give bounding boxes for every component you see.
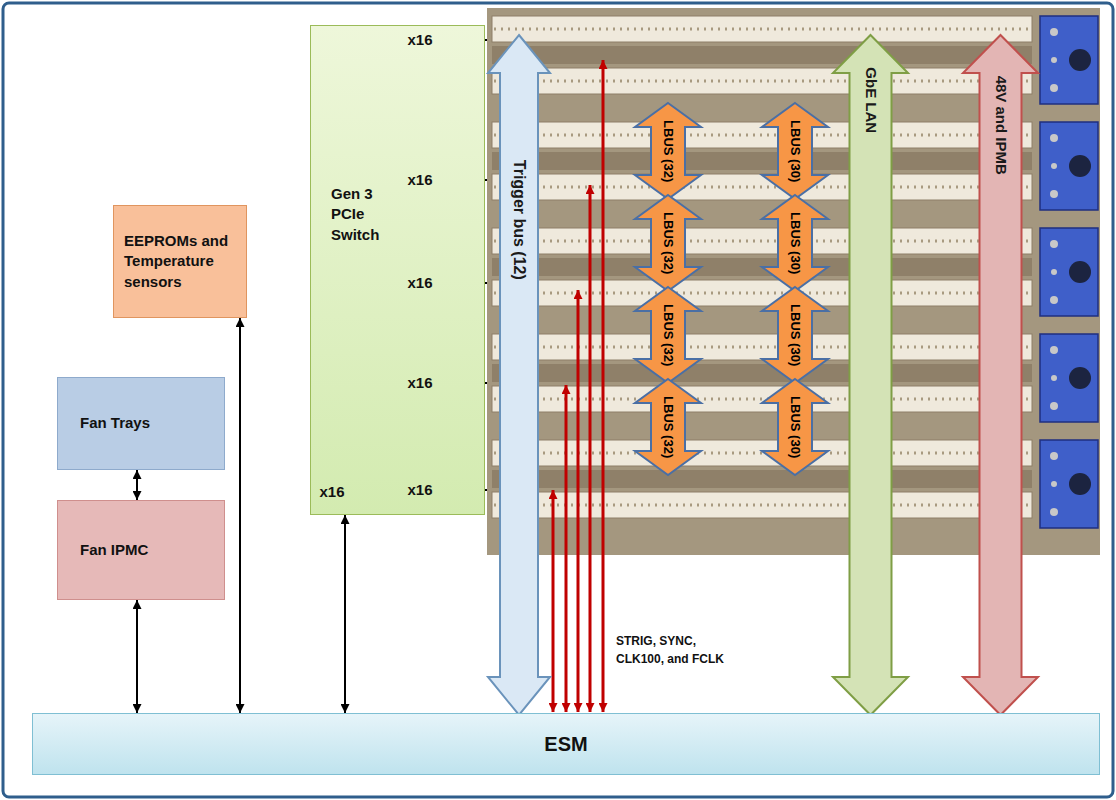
bus-arrow: LBUS (32) (635, 287, 701, 383)
module-band: ESM (32, 713, 1100, 775)
bus-label: LBUS (30) (788, 304, 802, 366)
switch-box: Gen 3 PCIe Switch (310, 25, 485, 515)
double-arrow-outline (762, 195, 828, 291)
box-label: Gen 3 PCIe Switch (331, 184, 403, 245)
double-arrow-outline (488, 35, 550, 715)
double-arrow-outline (833, 35, 908, 715)
bus-arrow: Trigger bus (12) (488, 35, 550, 715)
double-arrow-outline (635, 379, 701, 475)
connector-arrow (344, 515, 346, 713)
box-label: Fan IPMC (80, 540, 148, 560)
bus-label: LBUS (30) (788, 396, 802, 458)
double-arrow-outline (635, 287, 701, 383)
connector-arrow (136, 470, 138, 500)
controller-box: Fan IPMC (57, 500, 225, 600)
bus-label: LBUS (32) (661, 120, 675, 182)
bus-label: Trigger bus (12) (510, 160, 528, 280)
bus-label: LBUS (32) (661, 304, 675, 366)
port-width: x16 (407, 169, 432, 192)
bus-arrow: LBUS (32) (635, 195, 701, 291)
bus-label: LBUS (32) (661, 396, 675, 458)
box-label: Fan Trays (80, 413, 150, 433)
bus-arrow: 48V and IPMB (963, 35, 1038, 715)
bus-arrow: LBUS (32) (635, 103, 701, 199)
port-width: x16 (407, 372, 432, 395)
double-arrow-outline (762, 103, 828, 199)
bus-arrow: LBUS (32) (635, 379, 701, 475)
double-arrow-outline (635, 103, 701, 199)
connector-arrow (239, 318, 241, 713)
port-width: x16 (319, 481, 344, 504)
bus-arrow: LBUS (30) (762, 103, 828, 199)
box-label: ESM (544, 731, 587, 758)
fan-box: Fan Trays (57, 377, 225, 470)
double-arrow-shape (488, 35, 550, 715)
connector-arrow (136, 600, 138, 713)
port-width: x16 (407, 272, 432, 295)
bus-label: LBUS (30) (788, 212, 802, 274)
double-arrow-outline (635, 195, 701, 291)
bus-label: LBUS (32) (661, 212, 675, 274)
page-frame (3, 3, 1113, 797)
double-arrow-shape (833, 35, 908, 715)
double-arrow-outline (963, 35, 1038, 715)
bus-arrow: LBUS (30) (762, 195, 828, 291)
signal-names: STRIG, SYNC, CLK100, and FCLK (616, 632, 744, 668)
bus-arrow: LBUS (30) (762, 379, 828, 475)
bus-label: LBUS (30) (788, 120, 802, 182)
bus-label: 48V and IPMB (992, 75, 1009, 174)
port-width: x16 (407, 29, 432, 52)
clock-signal-arrows (553, 60, 603, 712)
bus-arrow: GbE LAN (833, 35, 908, 715)
port-width: x16 (407, 479, 432, 502)
storage-box: EEPROMs and Temperature sensors (113, 205, 247, 318)
double-arrow-outline (762, 379, 828, 475)
bus-arrow: LBUS (30) (762, 287, 828, 383)
box-label: EEPROMs and Temperature sensors (124, 231, 236, 292)
double-arrow-outline (762, 287, 828, 383)
bus-label: GbE LAN (862, 67, 879, 133)
